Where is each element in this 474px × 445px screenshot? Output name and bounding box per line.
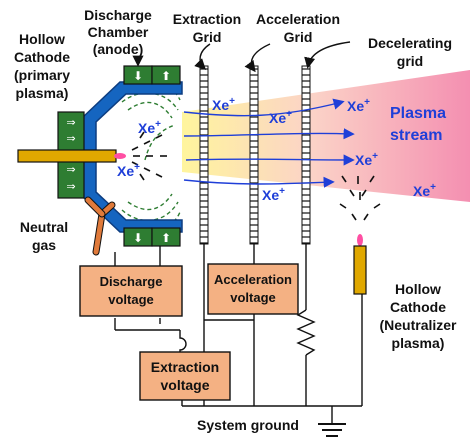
electron-spray (131, 131, 167, 181)
system-ground-label: System ground (197, 417, 299, 433)
svg-text:Cathode: Cathode (390, 299, 446, 315)
svg-text:Decelerating: Decelerating (368, 35, 452, 51)
svg-text:Grid: Grid (284, 29, 313, 45)
bottom-magnet-left: ⬇ (123, 227, 153, 247)
primary-hollow-cathode (17, 149, 117, 163)
acceleration-grid-label: Acceleration Grid (256, 11, 340, 45)
arrow-down-icon: ⬇ (133, 69, 143, 83)
neutral-gas-pipe (84, 196, 116, 256)
svg-text:Chamber: Chamber (88, 24, 149, 40)
discharge-chamber-label: Discharge Chamber (anode) (84, 7, 152, 57)
decelerating-grid (301, 65, 311, 245)
svg-text:Extraction: Extraction (151, 359, 219, 375)
svg-text:Xe+: Xe+ (262, 186, 285, 203)
svg-text:(anode): (anode) (93, 41, 144, 57)
extraction-voltage-box: Extraction voltage (139, 351, 231, 401)
svg-text:Neutral: Neutral (20, 219, 68, 235)
xe-ion-label: Xe+ (138, 119, 161, 136)
svg-text:gas: gas (32, 237, 56, 253)
svg-text:Xe+: Xe+ (212, 96, 235, 113)
hollow-cathode-primary-label: Hollow Cathode (primary plasma) (14, 31, 70, 101)
svg-text:(Neutralizer: (Neutralizer (379, 317, 457, 333)
circuit-wires (114, 244, 363, 437)
arrow-right-icon: ⇒ (66, 163, 75, 176)
arrow-right-icon: ⇒ (66, 180, 75, 193)
neutralizer-glow (357, 234, 363, 246)
acceleration-grid (249, 65, 259, 245)
discharge-chamber-anode (81, 81, 183, 233)
svg-text:grid: grid (397, 53, 423, 69)
decelerating-grid-label: Decelerating grid (368, 35, 452, 69)
xe-ion-label: Xe+ (355, 151, 378, 168)
svg-text:Xe+: Xe+ (347, 97, 370, 114)
svg-text:Grid: Grid (193, 29, 222, 45)
svg-text:voltage: voltage (230, 290, 276, 305)
xe-ion-label: Xe+ (413, 182, 436, 199)
svg-text:Xe+: Xe+ (355, 151, 378, 168)
arrow-down-icon: ⬇ (133, 231, 143, 245)
svg-text:Cathode: Cathode (14, 49, 70, 65)
svg-text:Hollow: Hollow (395, 281, 441, 297)
extraction-grid (199, 65, 209, 245)
neutral-gas-label: Neutral gas (20, 219, 68, 253)
ion-trajectories (183, 98, 355, 188)
plasma-stream-label-line2: stream (390, 127, 442, 144)
neutralizer-hollow-cathode (353, 245, 367, 295)
xe-ion-label: Xe+ (262, 186, 285, 203)
svg-text:Discharge: Discharge (100, 274, 163, 289)
svg-text:plasma): plasma) (16, 85, 69, 101)
svg-text:Hollow: Hollow (19, 31, 65, 47)
xe-ion-label: Xe+ (347, 97, 370, 114)
svg-text:voltage: voltage (160, 377, 209, 393)
xe-ion-label: Xe+ (117, 162, 140, 179)
svg-text:(primary: (primary (14, 67, 70, 83)
arrow-right-icon: ⇒ (66, 116, 75, 129)
svg-text:Acceleration: Acceleration (256, 11, 340, 27)
xe-ion-label: Xe+ (269, 109, 292, 126)
svg-text:Xe+: Xe+ (413, 182, 436, 199)
xe-ion-label: Xe+ (212, 96, 235, 113)
top-magnet-right: ⬆ (151, 65, 181, 85)
hollow-cathode-neutralizer-label: Hollow Cathode (Neutralizer plasma) (379, 281, 457, 351)
neutralizer-spray (339, 175, 381, 221)
acceleration-voltage-box: Acceleration voltage (207, 263, 299, 315)
svg-text:Discharge: Discharge (84, 7, 152, 23)
svg-text:Xe+: Xe+ (138, 119, 161, 136)
label-arrows (132, 41, 351, 73)
extraction-grid-label: Extraction Grid (173, 11, 241, 45)
arrow-up-icon: ⬆ (161, 231, 171, 245)
svg-text:Xe+: Xe+ (269, 109, 292, 126)
svg-text:voltage: voltage (108, 292, 154, 307)
magnetic-field-lines (117, 81, 181, 234)
svg-text:Extraction: Extraction (173, 11, 241, 27)
arrow-up-icon: ⬆ (161, 69, 171, 83)
svg-text:Xe+: Xe+ (117, 162, 140, 179)
discharge-voltage-box: Discharge voltage (79, 265, 183, 317)
plasma-stream-label: Plasma (390, 105, 446, 122)
top-magnet-left: ⬇ (123, 65, 153, 85)
svg-text:Acceleration: Acceleration (214, 272, 292, 287)
cathode-glow (114, 153, 126, 159)
arrow-right-icon: ⇒ (66, 132, 75, 145)
bottom-magnet-right: ⬆ (151, 227, 181, 247)
svg-text:plasma): plasma) (392, 335, 445, 351)
